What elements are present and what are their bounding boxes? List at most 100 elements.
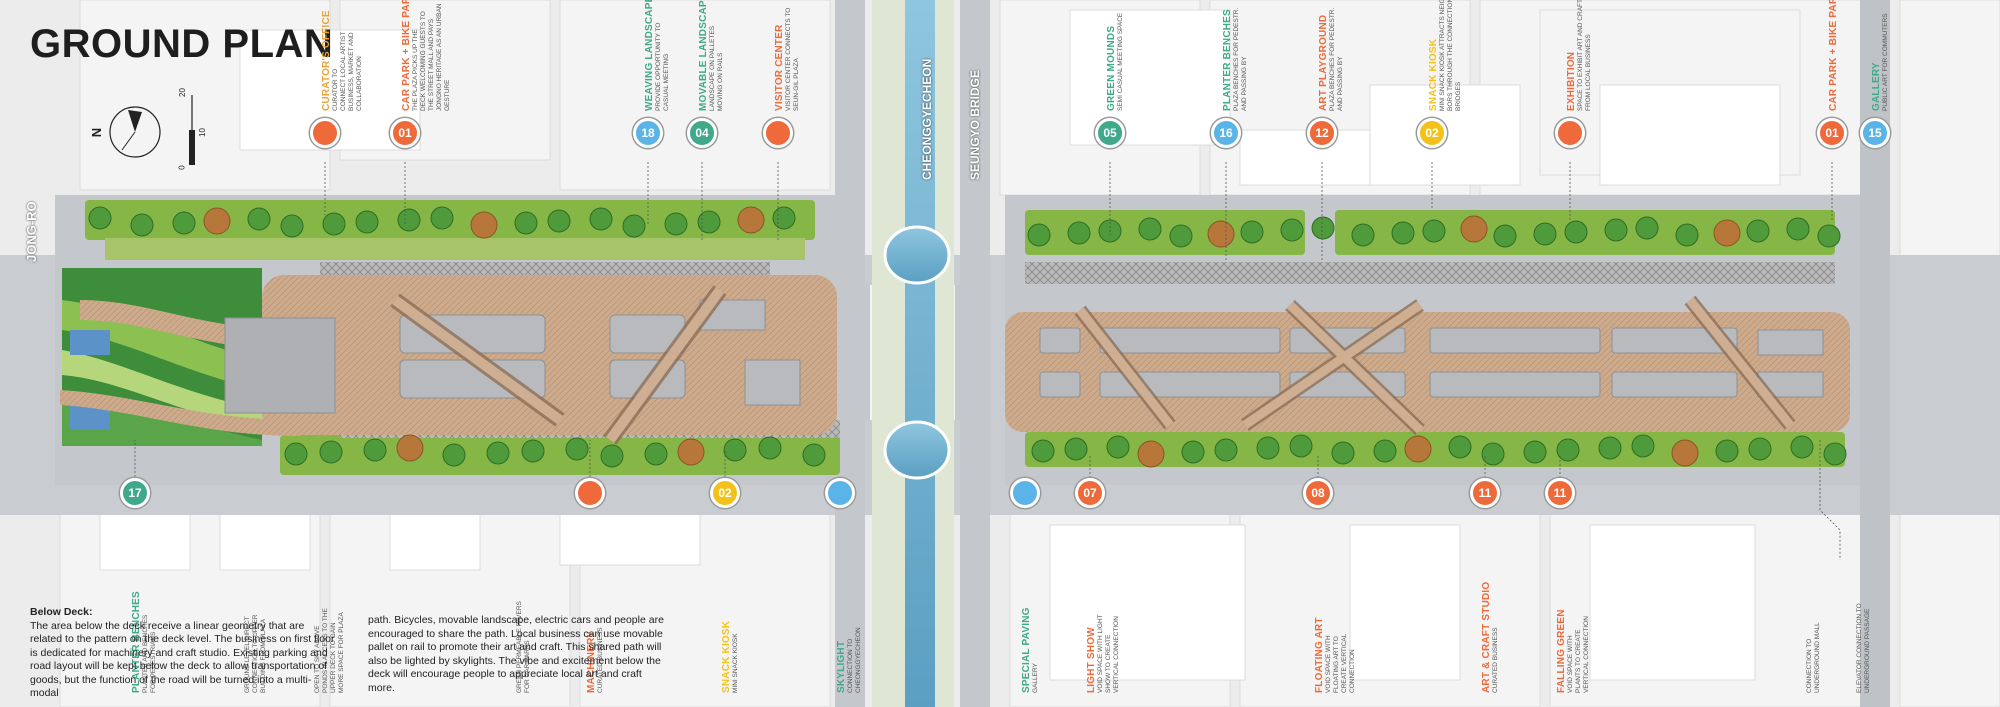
tree (322, 212, 346, 236)
tree (1138, 217, 1162, 241)
top-marker-1 (310, 118, 340, 148)
scale-label-20: 20 (177, 88, 187, 97)
bottom-caption-desc: CONNECTION (1349, 649, 1356, 693)
tree (1786, 217, 1810, 241)
tree (1351, 223, 1375, 247)
top-caption-desc: BUSINESS, MARKET AND (348, 32, 355, 111)
tree (677, 438, 705, 466)
street-label-seungyo-bridge: SEUNGYO BRIDGE (968, 69, 982, 180)
tree (1746, 219, 1770, 243)
top-caption-desc: PLAZA BENCHES FOR PEDESTR. (1329, 7, 1336, 111)
scale-label-0: 0 (177, 165, 187, 170)
tree (1256, 436, 1280, 460)
page-title: GROUND PLAN (30, 22, 334, 66)
tree (1391, 221, 1415, 245)
bottom-caption-desc: MINI SNACK KIOSK (732, 633, 739, 693)
tree (521, 439, 545, 463)
tree (1240, 220, 1264, 244)
tree (1106, 435, 1130, 459)
tree (1169, 224, 1193, 248)
top-caption-desc: MOVING ON RAILS (717, 52, 724, 111)
east-deck (1005, 295, 1850, 436)
tree (430, 206, 454, 230)
top-caption-title: ART PLAYGROUND (1318, 14, 1329, 111)
west-plaza-terraces (60, 268, 300, 446)
top-caption-title: GREEN MOUNDS (1106, 25, 1117, 111)
tree (1027, 223, 1051, 247)
top-marker-7: 16 (1211, 118, 1241, 148)
tree (589, 207, 613, 231)
tree (1214, 438, 1238, 462)
tree (802, 443, 826, 467)
tree (130, 213, 154, 237)
tree (547, 209, 571, 233)
tree (1556, 438, 1580, 462)
bottom-caption-desc: FLOATING ART TO (1333, 636, 1340, 693)
top-caption-desc: JONGNO HERITAGE AS AN URBAN (436, 3, 443, 111)
tree (664, 212, 688, 236)
top-caption-desc: THE PLAZA PICKS UP THE (412, 29, 419, 111)
tree (1181, 440, 1205, 464)
top-marker-5 (763, 118, 793, 148)
top-caption-title: MOVABLE LANDSCAPE (698, 0, 709, 111)
tree (1448, 435, 1472, 459)
tree (1598, 436, 1622, 460)
top-caption-desc: SPACE TO EXHIBIT ART AND CRAFT (1577, 0, 1584, 111)
tree (203, 207, 231, 235)
top-caption-desc: CURATOR TO (332, 68, 339, 111)
top-caption-desc: VISITOR CENTER CONNECTS TO (785, 7, 792, 111)
tree (622, 214, 646, 238)
bottom-caption-title: LIGHT SHOW (1086, 627, 1097, 693)
tree (1523, 440, 1547, 464)
bottom-caption-desc: VOID SPACE WITH (1567, 635, 1574, 693)
top-caption-desc: THE STREET MALL AND PAYS (428, 18, 435, 111)
top-caption-desc: MINI SNACK KIOSK ATTRACTS NEIGH- (1439, 0, 1446, 111)
bottom-caption-desc: UNDERGROUND MALL (1814, 622, 1821, 693)
tree (772, 206, 796, 230)
top-caption-desc: BRIDGES (1455, 81, 1462, 111)
west-deck (224, 275, 837, 445)
bottom-caption-desc: VOID SPACE WITH LIGHT (1097, 614, 1104, 693)
tree (1422, 219, 1446, 243)
tree (396, 434, 424, 462)
tree (397, 208, 421, 232)
tree (1067, 221, 1091, 245)
bottom-caption-title: SPECIAL PAVING (1021, 607, 1032, 693)
top-marker-6: 05 (1095, 118, 1125, 148)
tree (1635, 216, 1659, 240)
street-label-cheonggyecheon: CHEONGGYECHEON (920, 58, 934, 180)
bottom-caption-desc: CONNECTION TO (847, 638, 854, 693)
tree (1817, 224, 1841, 248)
tree (644, 442, 668, 466)
top-caption-desc: PUBLIC ART FOR COMMUTERS (1882, 13, 1889, 111)
tree (1493, 224, 1517, 248)
bottom-caption-desc: CURATED BUSINESS (1492, 627, 1499, 693)
top-caption-desc: AND PASSING BY (1241, 56, 1248, 111)
below-deck-note-col1: Below Deck: The area below the deck rece… (30, 606, 338, 701)
tree (1207, 220, 1235, 248)
tree (1823, 442, 1847, 466)
tree (1631, 434, 1655, 458)
tree (1675, 223, 1699, 247)
tree (514, 211, 538, 235)
street-label-jongro: JONG-RO (24, 201, 39, 262)
top-marker-10 (1555, 118, 1585, 148)
tree (88, 206, 112, 230)
tree (1604, 218, 1628, 242)
top-caption-desc: PLAZA BENCHES FOR PEDESTR. (1233, 7, 1240, 111)
tree (1748, 437, 1772, 461)
bottom-marker-9: 07 (1075, 478, 1105, 508)
tree (1031, 439, 1055, 463)
tree (470, 211, 498, 239)
bottom-caption-title: FLOATING ART (1314, 617, 1325, 693)
